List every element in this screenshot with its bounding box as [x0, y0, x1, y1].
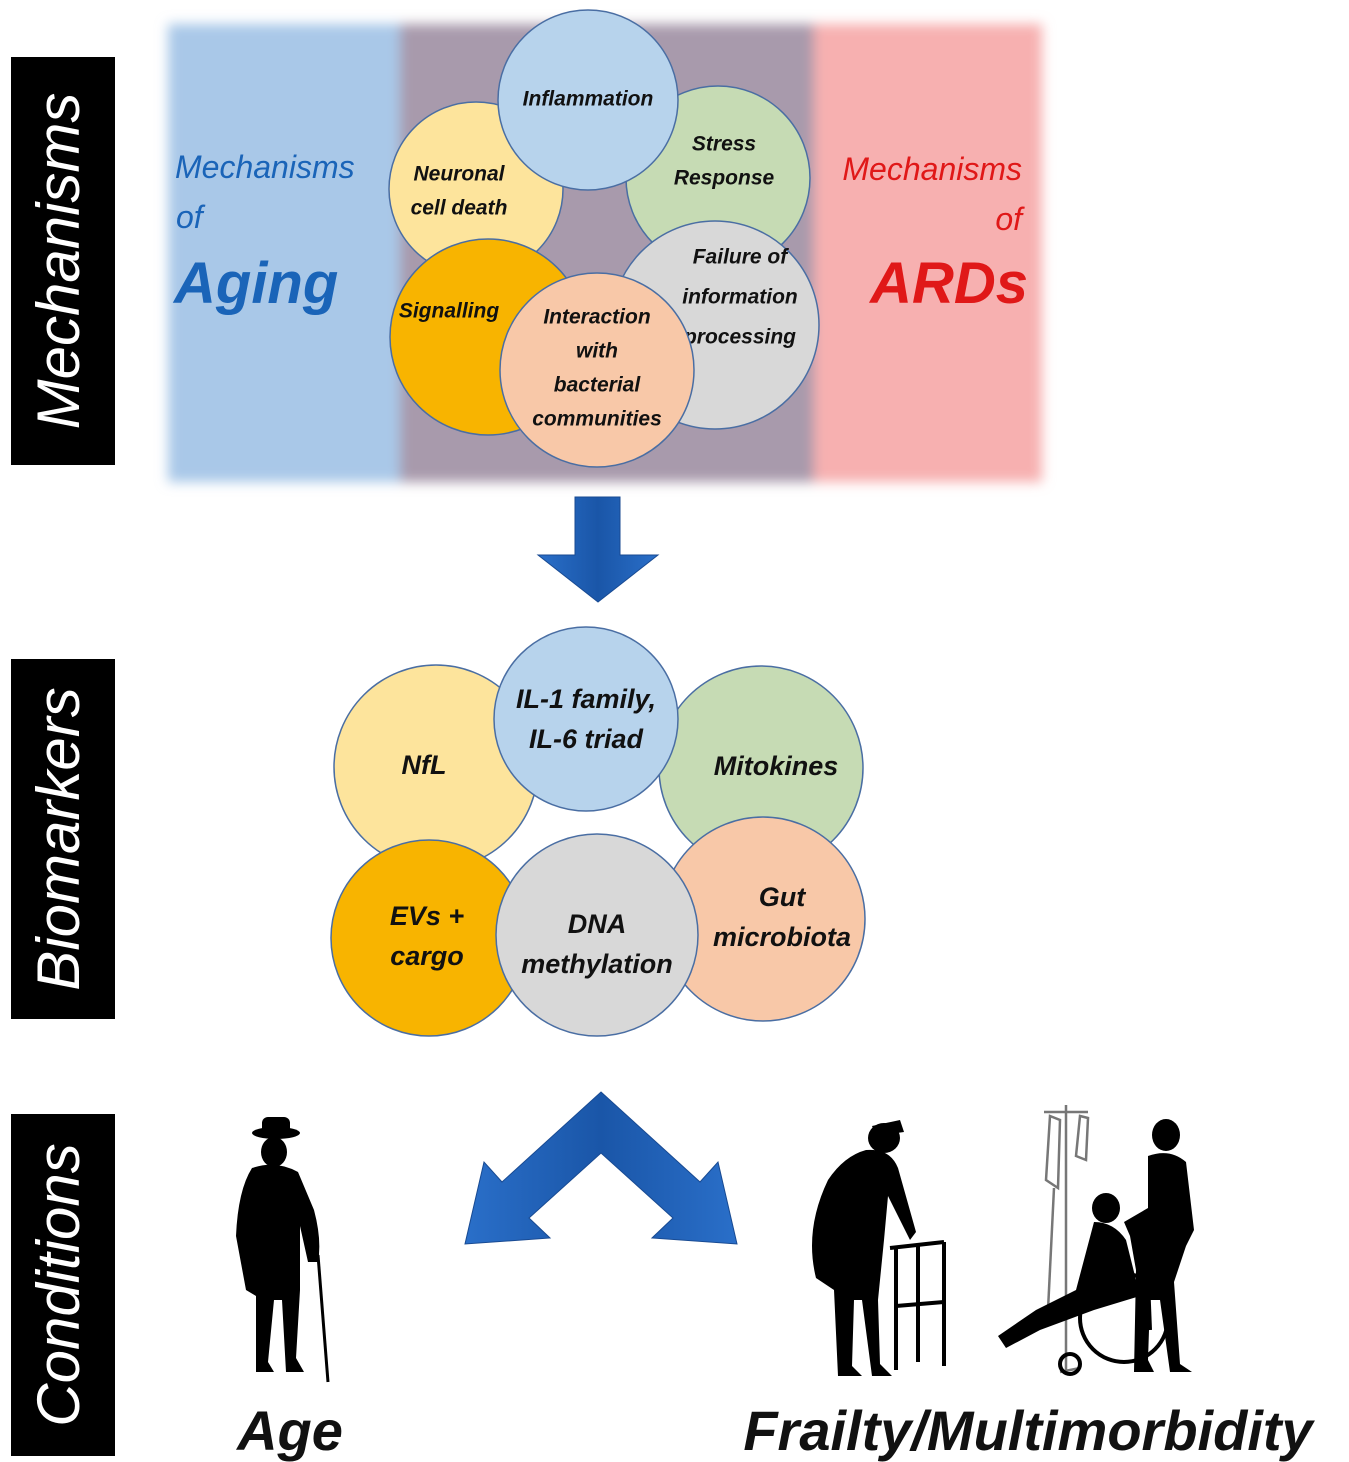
split-arrow-shape — [464, 1091, 738, 1245]
split-arrow — [464, 1091, 738, 1245]
wheelchair-patient-with-caregiver-silhouette — [998, 1105, 1194, 1376]
circle-stress-label-line: Response — [674, 167, 775, 190]
circle-interaction-shape — [499, 272, 695, 468]
circle-gut: Gut microbiota — [660, 816, 866, 1022]
circle-interaction: Interaction with bacterial communities — [499, 272, 695, 468]
ards-band — [814, 24, 1042, 482]
aging-heading-line1: Mechanisms — [175, 149, 355, 185]
circle-il1-label-line: IL-1 family, — [516, 684, 656, 714]
circle-interaction-label-line: communities — [532, 408, 662, 431]
circle-gut-label-line: Gut — [759, 882, 806, 912]
circle-interaction-label-line: Interaction — [543, 306, 650, 329]
aging-heading-big: Aging — [172, 251, 338, 316]
ards-heading: Mechanisms of ARDs — [842, 151, 1028, 316]
side-label-text: Biomarkers — [25, 687, 92, 990]
circle-dna: DNA methylation — [495, 833, 699, 1037]
circle-dna-label-line: DNA — [568, 909, 627, 939]
aging-heading: Mechanisms of Aging — [172, 149, 355, 316]
circle-inflammation-label-line: Inflammation — [523, 88, 654, 111]
circle-dna-label-line: methylation — [521, 949, 673, 979]
side-label-box — [11, 1114, 115, 1456]
circle-il1-label-line: IL-6 triad — [529, 724, 644, 754]
circle-nfl-label-line: NfL — [402, 750, 447, 780]
aging-band — [168, 24, 404, 482]
circle-stress-label-line: Stress — [692, 133, 756, 156]
frailty-multimorbidity-caption: Frailty/Multimorbidity — [743, 1399, 1315, 1462]
side-label-text: Mechanisms — [25, 93, 92, 430]
circle-interaction-label-line: bacterial — [554, 374, 642, 397]
circle-failure-label-line: processing — [683, 326, 796, 349]
side-label-box — [11, 659, 115, 1019]
side-label-biomarkers: Biomarkers — [11, 659, 115, 1019]
side-label-conditions: Conditions — [11, 1114, 115, 1456]
circle-mitokines-label-line: Mitokines — [714, 751, 839, 781]
circle-neuronal-label-line: Neuronal — [413, 163, 505, 186]
circle-gut-label-line: microbiota — [713, 922, 851, 952]
down-arrow — [536, 496, 660, 603]
circle-evs-label-line: EVs + — [390, 901, 465, 931]
circle-failure-label-line: information — [682, 286, 798, 309]
circle-inflammation: Inflammation — [497, 9, 679, 191]
ards-heading-line2: of — [995, 201, 1025, 237]
circle-evs-label-line: cargo — [390, 941, 464, 971]
circle-failure-label-line: Failure of — [693, 246, 790, 269]
ards-heading-big: ARDs — [868, 251, 1028, 316]
person-with-walker-silhouette — [812, 1120, 946, 1376]
circle-il1: IL-1 family, IL-6 triad — [493, 626, 679, 812]
circle-il1-shape — [493, 626, 679, 812]
circle-dna-shape — [495, 833, 699, 1037]
side-label-text: Conditions — [25, 1143, 92, 1427]
mechanisms-circle-cluster: Neuronal cell death StressResponseSignalli… — [388, 9, 820, 468]
elderly-man-with-cane-silhouette — [236, 1117, 330, 1383]
side-label-mechanisms: Mechanisms — [11, 57, 115, 465]
circle-evs: EVs + cargo — [330, 839, 528, 1037]
down-arrow-shape — [536, 496, 660, 603]
circle-interaction-label-line: with — [576, 340, 618, 363]
circle-inflammation-shape — [497, 9, 679, 191]
side-label-box — [11, 57, 115, 465]
circle-neuronal-label-line: cell death — [411, 197, 508, 220]
circle-signalling-label-line: Signalling — [399, 300, 500, 323]
aging-heading-line2: of — [176, 199, 206, 235]
age-caption: Age — [235, 1399, 343, 1462]
ards-heading-line1: Mechanisms — [842, 151, 1022, 187]
